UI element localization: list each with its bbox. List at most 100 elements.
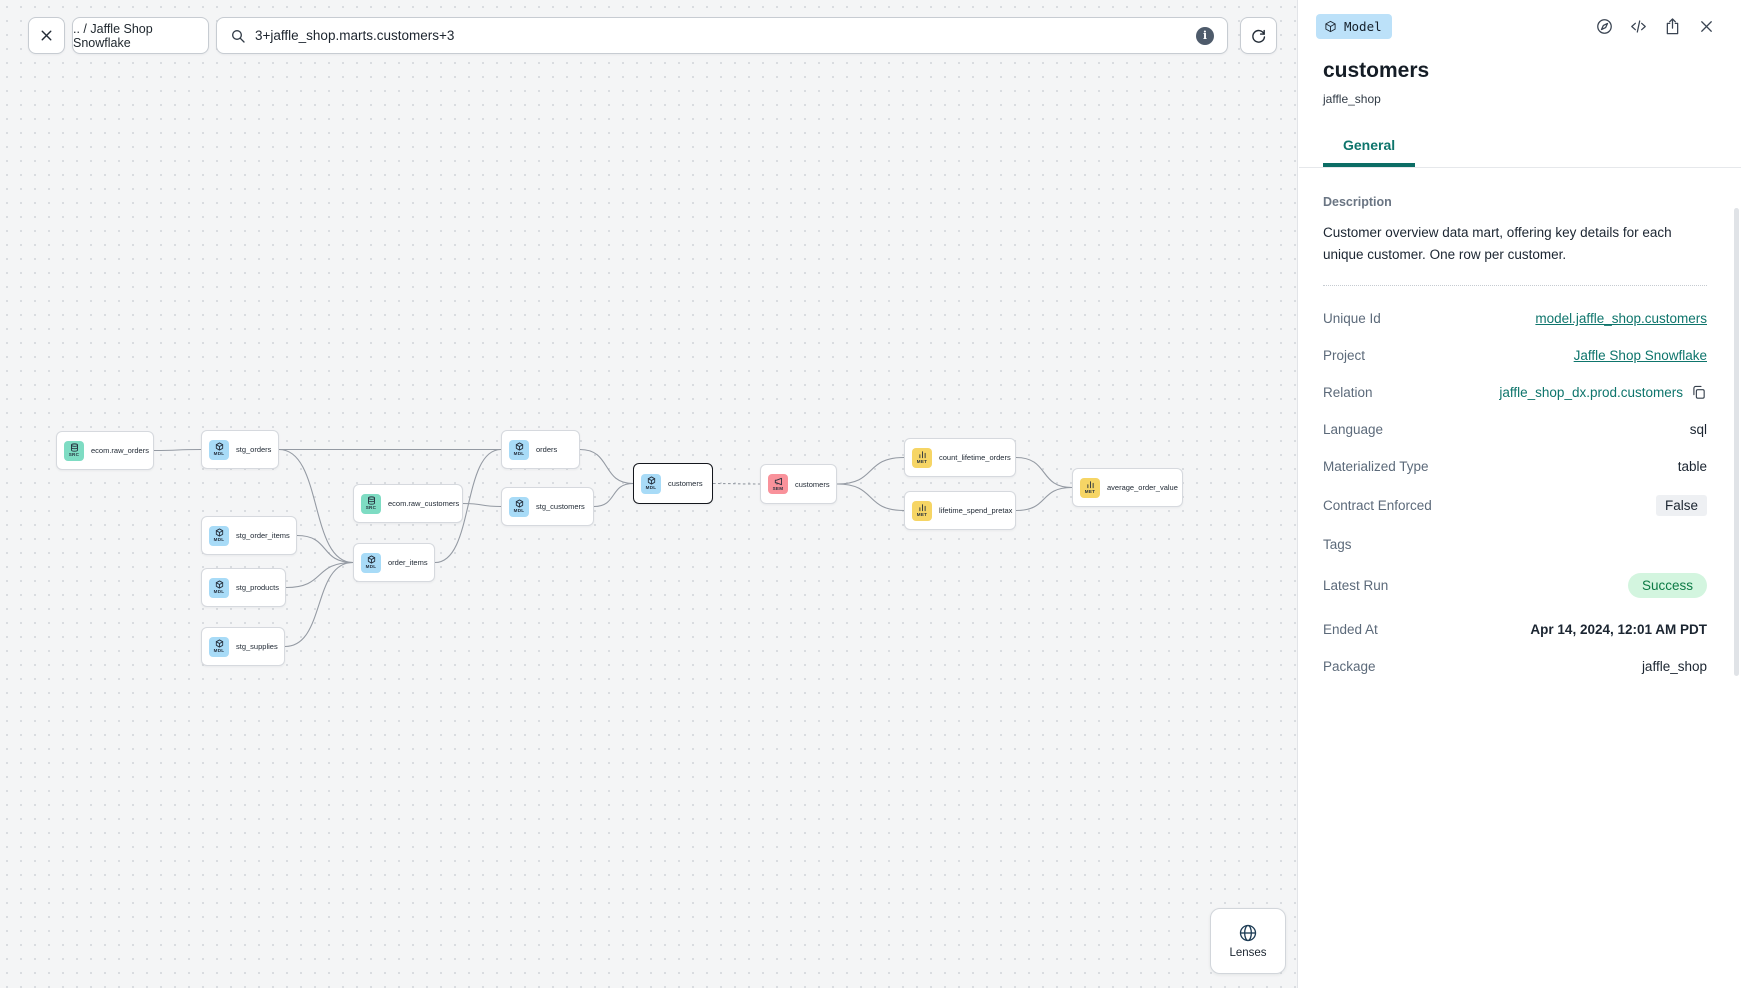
explore-compass-button[interactable]	[1594, 16, 1615, 37]
row-label: Contract Enforced	[1323, 498, 1432, 513]
graph-node-met-lifetime_spend_pretax[interactable]: MET lifetime_spend_pretax	[904, 491, 1016, 530]
lineage-edge	[284, 561, 354, 648]
lineage-edge	[153, 448, 202, 452]
src-node-icon: SRC	[64, 440, 84, 461]
row-label: Relation	[1323, 385, 1373, 400]
relation-value: jaffle_shop_dx.prod.customers	[1499, 385, 1683, 400]
lineage-edge	[434, 448, 502, 564]
search-input[interactable]	[255, 28, 1187, 43]
node-label: orders	[536, 445, 558, 454]
lineage-edge	[296, 534, 354, 564]
close-lineage-button[interactable]	[28, 17, 65, 54]
copy-button[interactable]	[1690, 384, 1707, 401]
mdl-node-icon: MDL	[209, 525, 229, 546]
row-relation: Relation jaffle_shop_dx.prod.customers	[1323, 384, 1707, 401]
model-badge-label: Model	[1344, 19, 1382, 34]
lineage-edge	[712, 482, 761, 485]
row-label: Language	[1323, 422, 1384, 437]
row-latest-run: Latest Run Success	[1323, 573, 1707, 598]
lenses-button[interactable]: Lenses	[1210, 908, 1286, 974]
row-project: Project Jaffle Shop Snowflake	[1323, 347, 1707, 364]
graph-node-mdl-order_items[interactable]: MDL order_items	[353, 543, 435, 582]
row-materialized-type: Materialized Type table	[1323, 458, 1707, 475]
tab-general[interactable]: General	[1323, 137, 1416, 167]
node-label: stg_orders	[236, 445, 272, 454]
node-label: count_lifetime_orders	[939, 453, 1011, 462]
unique-id-link[interactable]: model.jaffle_shop.customers	[1535, 311, 1707, 326]
node-label: ecom.raw_customers	[388, 499, 460, 508]
graph-node-src-ecom.raw_orders[interactable]: SRC ecom.raw_orders	[56, 431, 154, 470]
panel-header: Model	[1299, 0, 1741, 39]
mdl-node-icon: MDL	[209, 439, 229, 460]
package-value: jaffle_shop	[1641, 659, 1707, 674]
model-type-badge: Model	[1316, 14, 1392, 39]
contract-enforced-badge: False	[1655, 495, 1707, 516]
row-label: Ended At	[1323, 622, 1378, 637]
panel-body: customers jaffle_shop General Descriptio…	[1299, 59, 1741, 675]
share-button[interactable]	[1662, 16, 1683, 37]
refresh-icon	[1252, 29, 1266, 43]
code-view-button[interactable]	[1628, 16, 1649, 37]
node-label: order_items	[388, 558, 428, 567]
graph-node-mdl-stg_orders[interactable]: MDL stg_orders	[201, 430, 279, 469]
lineage-edges	[153, 448, 1073, 648]
mdl-node-icon: MDL	[509, 496, 529, 517]
node-label: customers	[668, 479, 703, 488]
info-icon[interactable]: i	[1196, 26, 1214, 45]
copy-icon	[1693, 385, 1705, 399]
lineage-edge	[593, 482, 634, 508]
globe-icon	[1239, 924, 1257, 942]
cube-icon	[1325, 20, 1336, 33]
node-label: customers	[795, 479, 830, 489]
close-panel-button[interactable]	[1696, 16, 1717, 37]
row-language: Language sql	[1323, 421, 1707, 438]
row-label: Package	[1323, 659, 1376, 674]
code-icon	[1631, 20, 1646, 33]
search-icon	[232, 29, 245, 43]
lineage-edge	[579, 448, 634, 485]
row-label: Project	[1323, 348, 1366, 363]
panel-tabs: General	[1299, 137, 1741, 168]
refresh-button[interactable]	[1240, 17, 1277, 54]
close-icon	[41, 30, 52, 41]
mdl-node-icon: MDL	[209, 636, 229, 657]
mdl-node-icon: MDL	[209, 577, 229, 598]
graph-node-met-count_lifetime_orders[interactable]: MET count_lifetime_orders	[904, 438, 1016, 477]
met-node-icon: MET	[912, 447, 932, 468]
met-node-icon: MET	[912, 500, 932, 521]
panel-title: customers	[1323, 59, 1430, 82]
row-label: Tags	[1323, 537, 1352, 552]
materialized-type-value: table	[1677, 459, 1707, 474]
language-value: sql	[1689, 422, 1707, 437]
success-badge: Success	[1627, 573, 1707, 598]
src-node-icon: SRC	[361, 493, 381, 514]
sem-node-icon: SEM	[768, 474, 788, 494]
project-link[interactable]: Jaffle Shop Snowflake	[1573, 348, 1707, 363]
row-tags: Tags	[1323, 536, 1707, 553]
compass-icon	[1597, 19, 1612, 34]
breadcrumb[interactable]: .. / Jaffle Shop Snowflake	[72, 17, 209, 54]
search-bar[interactable]: i	[216, 17, 1228, 54]
node-label: ecom.raw_orders	[91, 446, 149, 455]
details-panel: Model	[1299, 0, 1741, 988]
lineage-edge	[462, 502, 502, 508]
mdl-node-icon: MDL	[361, 552, 381, 573]
panel-scrollbar[interactable]	[1734, 208, 1739, 676]
graph-node-sem-customers[interactable]: SEM customers	[760, 464, 837, 504]
graph-node-src-ecom.raw_customers[interactable]: SRC ecom.raw_customers	[353, 484, 463, 523]
panel-actions	[1594, 16, 1717, 37]
divider	[1323, 285, 1707, 286]
node-label: lifetime_spend_pretax	[939, 506, 1013, 515]
panel-subtitle: jaffle_shop	[1323, 92, 1381, 106]
lineage-edge	[285, 561, 354, 589]
ended-at-value: Apr 14, 2024, 12:01 AM PDT	[1530, 622, 1707, 637]
